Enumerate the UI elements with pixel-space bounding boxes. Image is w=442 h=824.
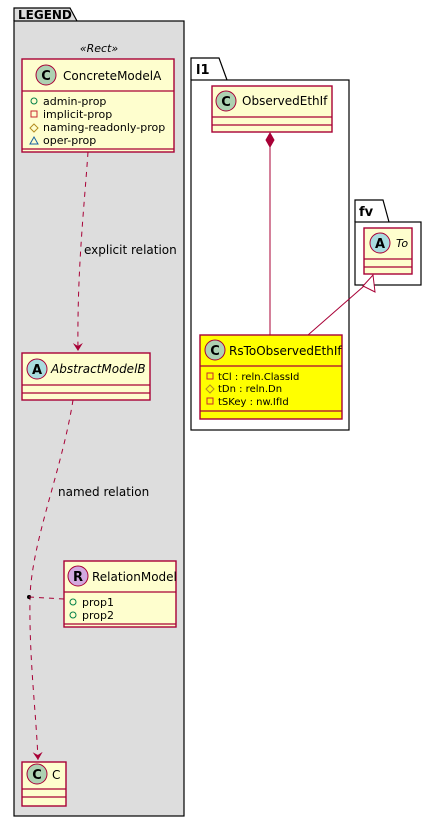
- member-oper-prop: oper-prop: [43, 134, 96, 147]
- member-tcl: tCl : reln.ClassId: [218, 372, 299, 383]
- class-type-icon: [204, 339, 226, 361]
- class-box: [363, 227, 413, 275]
- class-name: C: [52, 768, 60, 782]
- class-rs-to-observed-eth-if[interactable]: C RsToObservedEthIf tCl : reln.ClassId t…: [199, 334, 343, 420]
- class-name: RelationModel: [92, 570, 177, 584]
- class-type-letter: C: [41, 69, 51, 84]
- fv-package-title: fv: [359, 205, 374, 220]
- legend-package: LEGEND «Rect»: [13, 7, 185, 817]
- edge-label-named-relation: named relation: [58, 485, 149, 499]
- abstract-type-icon: [369, 232, 391, 254]
- private-visibility-icon: [206, 372, 214, 380]
- member-implicit-prop: implicit-prop: [43, 108, 112, 121]
- class-name: ConcreteModelA: [63, 69, 162, 83]
- class-type-letter: C: [210, 344, 220, 359]
- class-name: RsToObservedEthIf: [229, 344, 342, 358]
- class-to[interactable]: A To: [363, 227, 413, 275]
- package-visibility-icon: [29, 135, 39, 145]
- private-visibility-icon: [206, 397, 214, 405]
- l1-package-title: l1: [196, 63, 210, 78]
- l1-package-tab: [190, 57, 228, 81]
- class-abstract-model-b[interactable]: A AbstractModelB: [21, 352, 151, 401]
- class-type-icon: [35, 64, 57, 86]
- class-type-letter: C: [221, 95, 231, 110]
- class-name: AbstractModelB: [50, 362, 146, 376]
- class-concrete-model-a[interactable]: C ConcreteModelA admin-prop implicit-pro…: [21, 58, 175, 153]
- public-visibility-icon: [30, 97, 38, 105]
- member-naming-readonly-prop: naming-readonly-prop: [43, 121, 165, 134]
- class-c[interactable]: C C: [21, 761, 67, 807]
- fv-package-tab: [354, 199, 390, 223]
- legend-stereotype: «Rect»: [80, 42, 119, 55]
- class-relation-model[interactable]: R RelationModel prop1 prop2: [63, 560, 177, 628]
- abstract-type-icon: [26, 358, 48, 380]
- inheritance-arrow-icon: [362, 273, 376, 293]
- class-type-icon: [26, 763, 48, 785]
- edge-label-explicit-relation: explicit relation: [84, 243, 177, 257]
- legend-package-tab: [13, 7, 78, 22]
- member-tskey: tSKey : nw.IfId: [218, 397, 289, 408]
- private-visibility-icon: [30, 110, 38, 118]
- relation-type-icon: [67, 565, 89, 587]
- public-visibility-icon: [69, 611, 77, 619]
- legend-package-body: [13, 20, 185, 817]
- public-visibility-icon: [69, 598, 77, 606]
- class-type-letter: A: [32, 363, 42, 378]
- member-prop1: prop1: [82, 596, 114, 609]
- member-admin-prop: admin-prop: [43, 95, 106, 108]
- member-tdn: tDn : reln.Dn: [218, 384, 282, 395]
- edge-explicit-relation: [72, 151, 89, 352]
- class-type-icon: [215, 90, 237, 112]
- class-type-letter: A: [375, 237, 385, 252]
- class-type-letter: R: [73, 570, 83, 585]
- member-prop2: prop2: [82, 609, 114, 622]
- class-type-letter: C: [32, 768, 42, 783]
- composition-diamond-icon: [265, 131, 275, 149]
- class-observed-eth-if[interactable]: C ObservedEthIf: [211, 85, 333, 133]
- protected-visibility-icon: [205, 384, 215, 394]
- edge-inheritance: [307, 285, 365, 336]
- class-name: ObservedEthIf: [242, 94, 328, 108]
- legend-package-title: LEGEND: [18, 8, 72, 22]
- protected-visibility-icon: [29, 123, 39, 133]
- class-name: To: [396, 237, 408, 250]
